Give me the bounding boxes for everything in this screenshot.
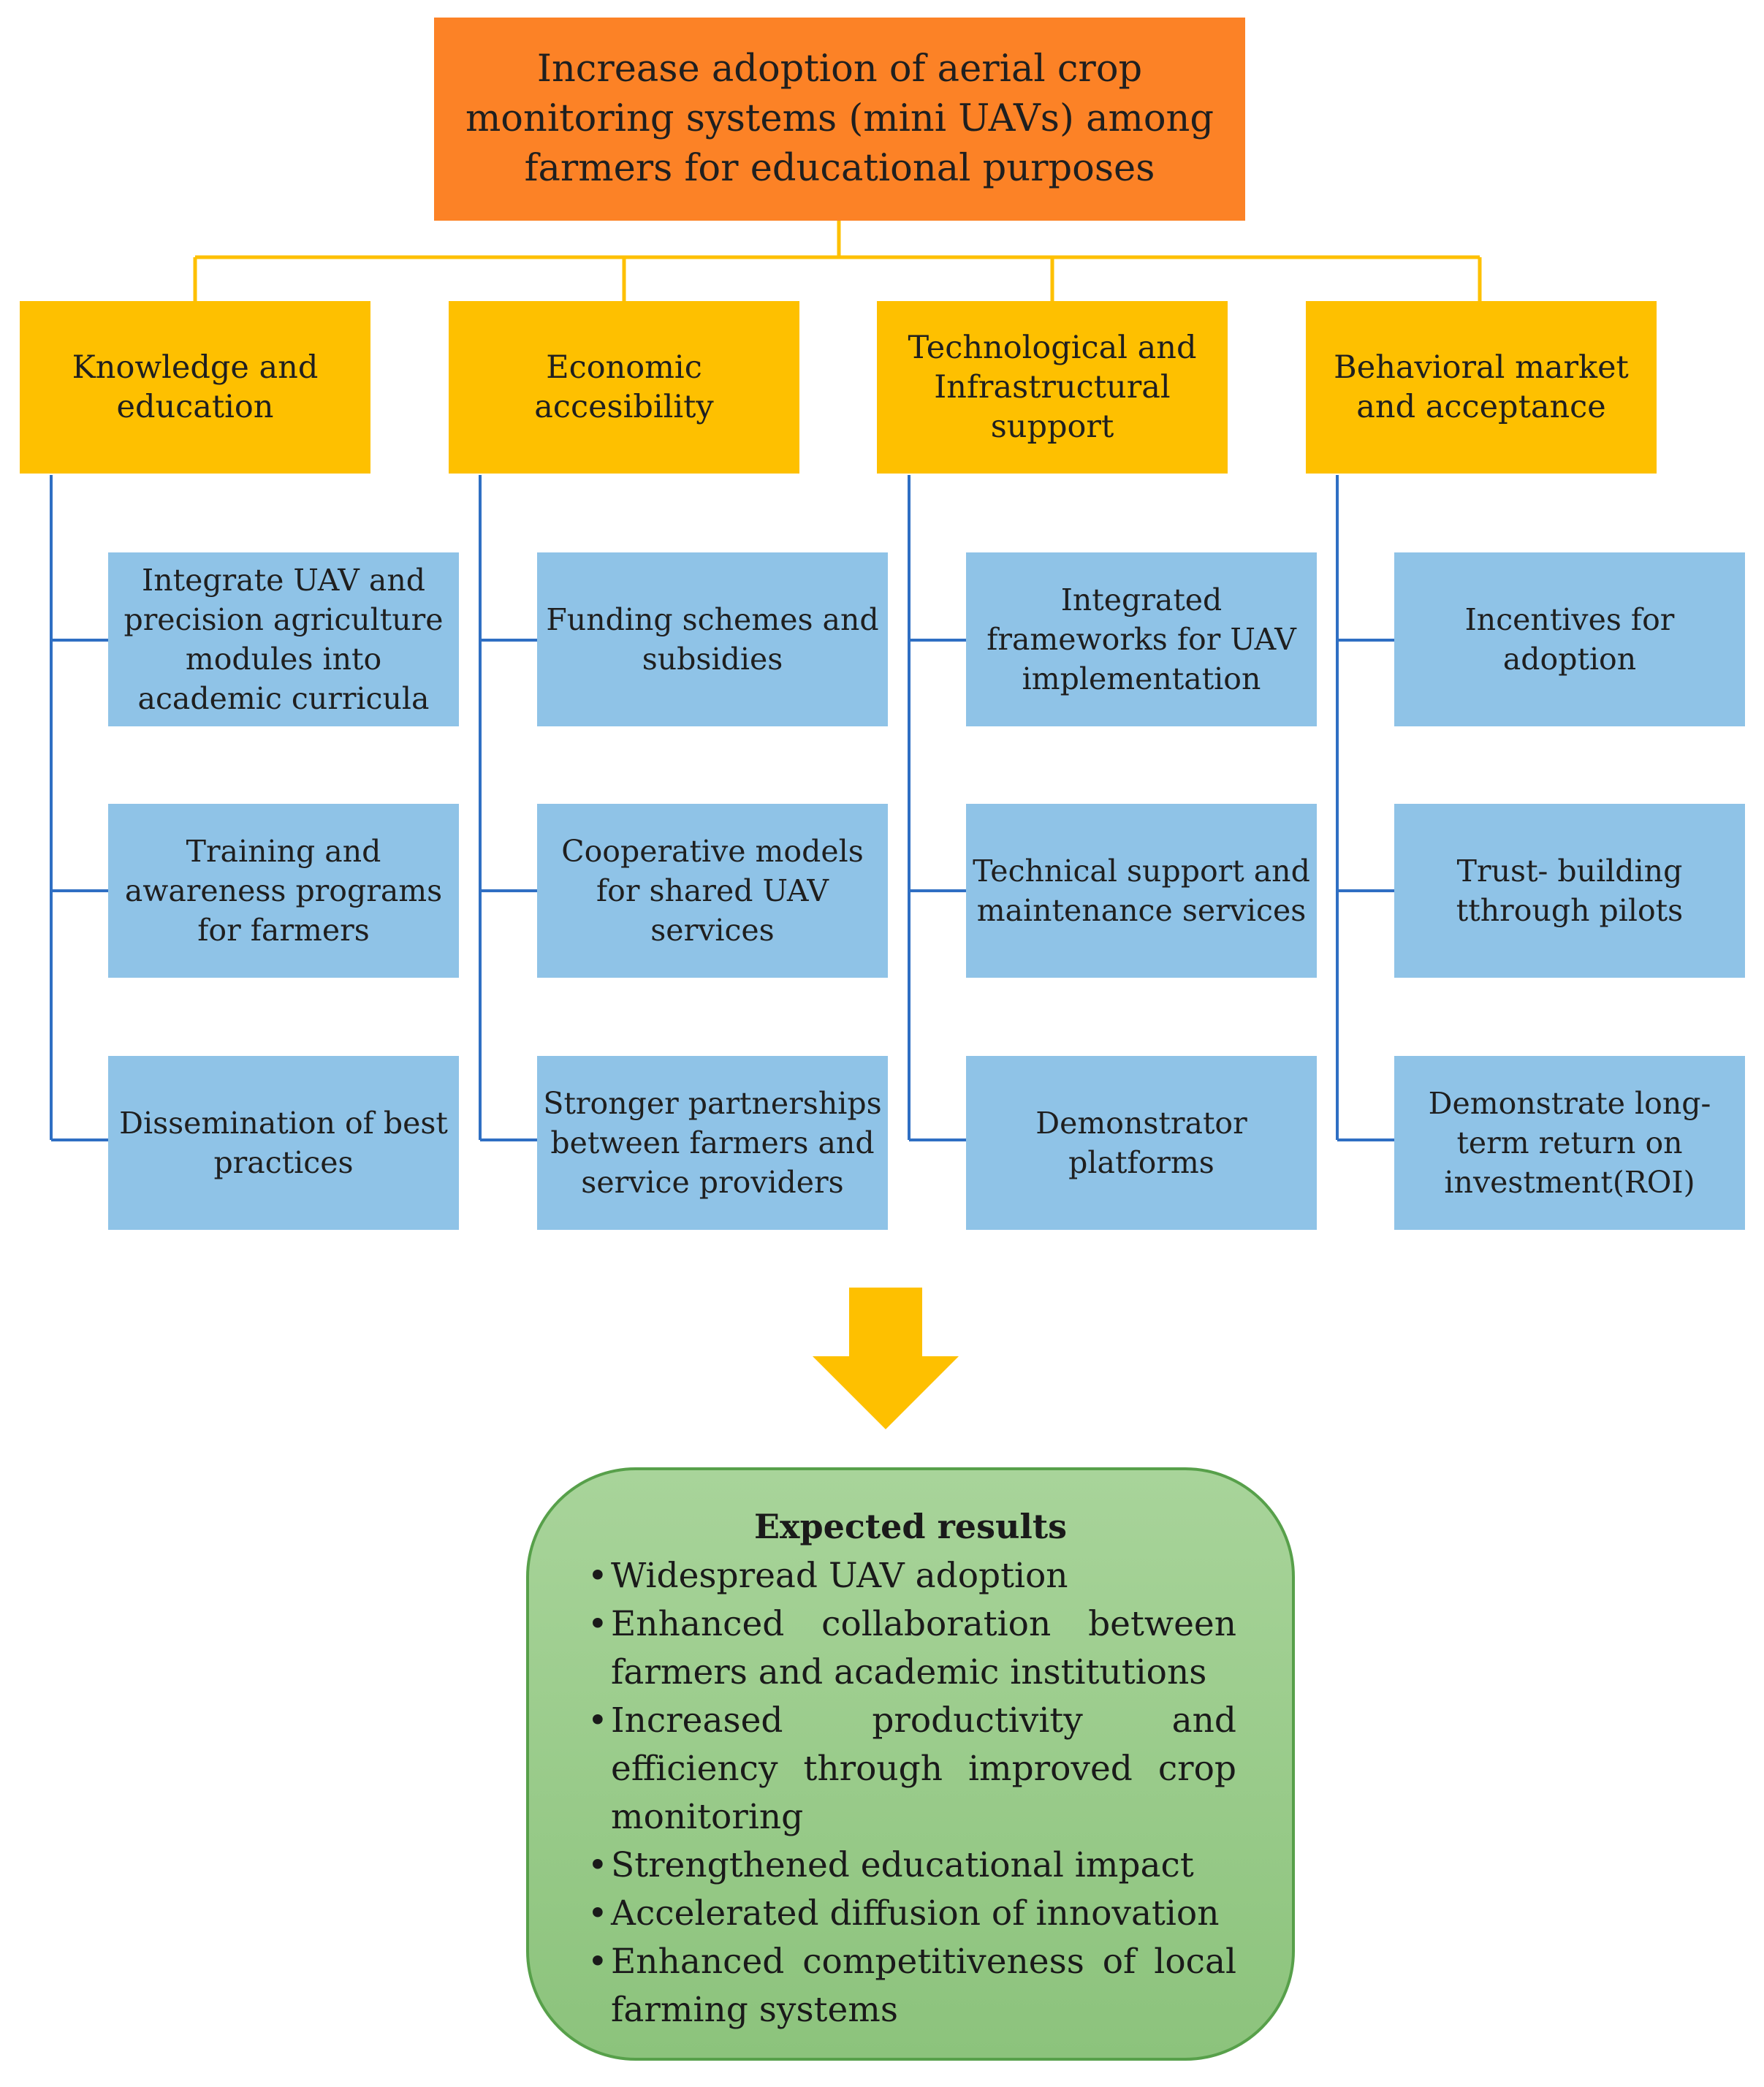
subitem-demonstrate-roi: Demonstrate long-term return on investme… <box>1394 1056 1745 1230</box>
category-label: Knowledge and education <box>72 349 319 425</box>
expected-results-title: Expected results <box>753 1507 1068 1546</box>
subitem-label: Funding schemes and subsidies <box>546 602 879 677</box>
goal-box: Increase adoption of aerial crop monitor… <box>434 18 1245 221</box>
subitem-funding-schemes: Funding schemes and subsidies <box>537 552 888 726</box>
category-economic-accessibility: Economic accesibility <box>449 301 799 474</box>
subitem-label: Cooperative models for shared UAV servic… <box>561 834 864 948</box>
subitem-training-awareness: Training and awareness programs for farm… <box>108 804 459 978</box>
subitem-label: Stronger partnerships between farmers an… <box>543 1086 882 1200</box>
goal-connectors <box>193 221 1482 301</box>
result-item: Enhanced competitiveness of local farmin… <box>585 1938 1236 2034</box>
expected-results-box: Expected results Widespread UAV adoption… <box>526 1467 1295 2061</box>
subitem-label: Incentives for adoption <box>1464 602 1675 677</box>
category-label: Behavioral market and acceptance <box>1334 349 1629 425</box>
result-item: Widespread UAV adoption <box>585 1552 1236 1600</box>
tree-column-3 <box>908 475 966 1141</box>
subitem-trust-building: Trust- building tthrough pilots <box>1394 804 1745 978</box>
subitem-label: Demonstrator platforms <box>1035 1106 1247 1180</box>
category-label: Economic accesibility <box>534 349 714 425</box>
tree-connectors <box>50 475 1394 1141</box>
category-knowledge-education: Knowledge and education <box>20 301 370 474</box>
subitem-cooperative-models: Cooperative models for shared UAV servic… <box>537 804 888 978</box>
subitem-integrated-frameworks: Integrated frameworks for UAV implementa… <box>966 552 1317 726</box>
result-item: Enhanced collaboration between farmers a… <box>585 1600 1236 1697</box>
expected-results-list: Widespread UAV adoption Enhanced collabo… <box>585 1552 1236 2034</box>
subitem-technical-support: Technical support and maintenance servic… <box>966 804 1317 978</box>
subitem-demonstrator-platforms: Demonstrator platforms <box>966 1056 1317 1230</box>
subitem-dissemination-practices: Dissemination of best practices <box>108 1056 459 1230</box>
subitem-label: Integrate UAV and precision agriculture … <box>123 563 444 716</box>
subitem-stronger-partnerships: Stronger partnerships between farmers an… <box>537 1056 888 1230</box>
tree-column-2 <box>479 475 537 1141</box>
tree-column-4 <box>1336 475 1394 1141</box>
result-item: Increased productivity and efficiency th… <box>585 1697 1236 1841</box>
goal-text: Increase adoption of aerial crop monitor… <box>465 47 1214 190</box>
category-label: Technological and Infrastructural suppor… <box>908 330 1197 445</box>
category-technological-support: Technological and Infrastructural suppor… <box>877 301 1228 474</box>
subitem-label: Technical support and maintenance servic… <box>973 854 1310 928</box>
subitem-integrate-uav-curricula: Integrate UAV and precision agriculture … <box>108 552 459 726</box>
down-arrow-icon <box>813 1288 959 1429</box>
subitem-incentives-adoption: Incentives for adoption <box>1394 552 1745 726</box>
result-item: Strengthened educational impact <box>585 1841 1236 1890</box>
subitem-label: Training and awareness programs for farm… <box>124 834 443 948</box>
tree-column-1 <box>50 475 108 1141</box>
category-behavioral-acceptance: Behavioral market and acceptance <box>1306 301 1657 474</box>
subitem-label: Trust- building tthrough pilots <box>1456 854 1684 928</box>
result-item: Accelerated diffusion of innovation <box>585 1890 1236 1938</box>
subitem-label: Integrated frameworks for UAV implementa… <box>986 582 1296 696</box>
subitem-label: Demonstrate long-term return on investme… <box>1428 1086 1711 1200</box>
subitem-label: Dissemination of best practices <box>119 1106 448 1180</box>
